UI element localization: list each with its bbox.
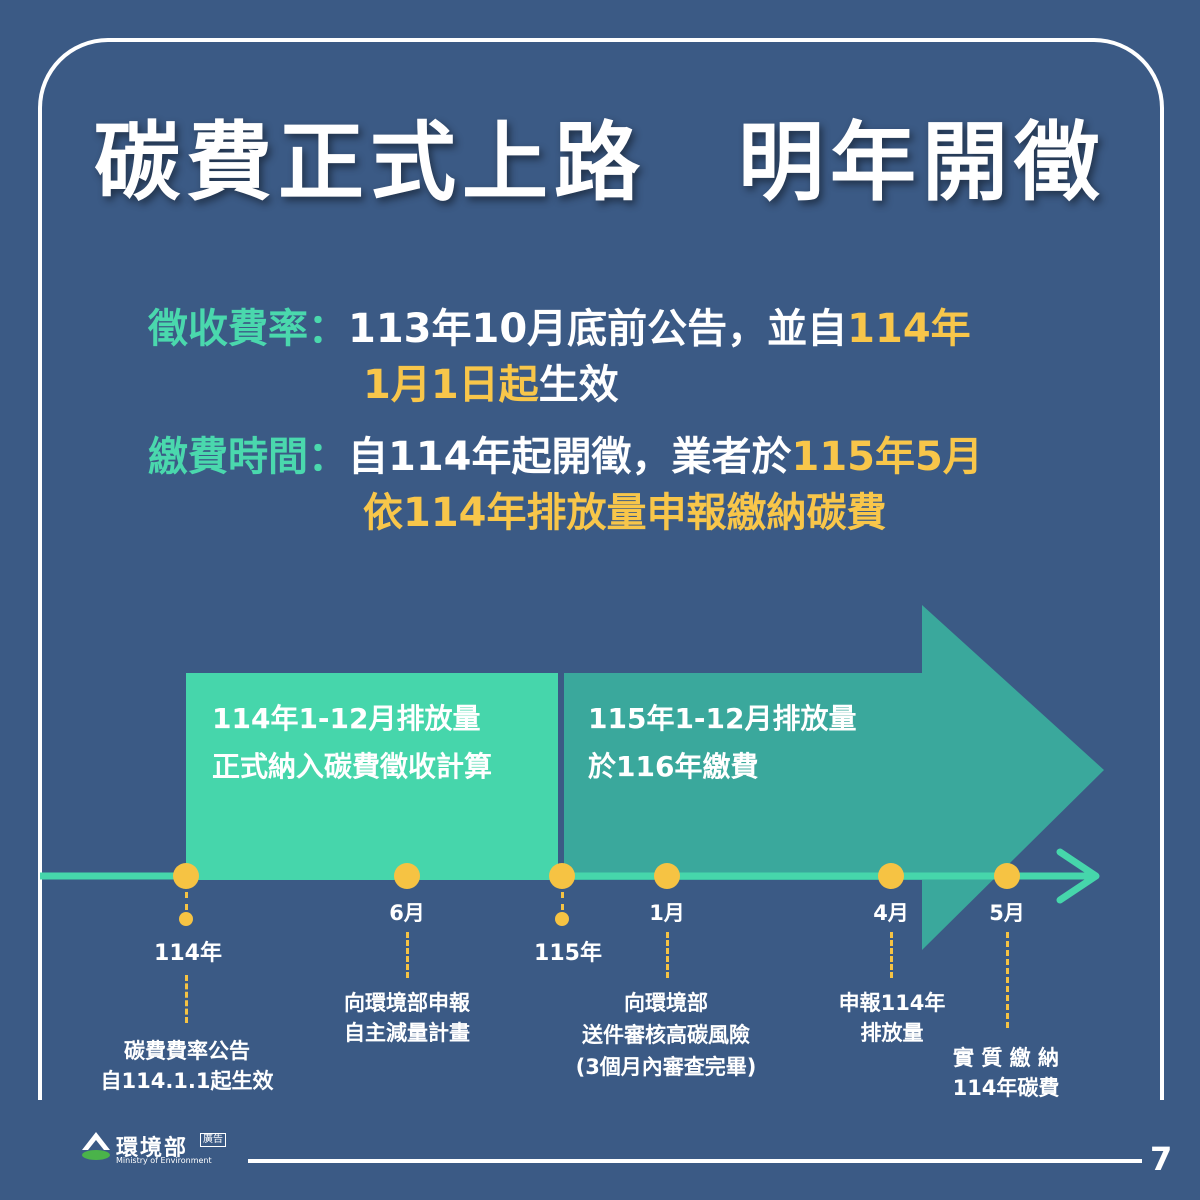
rate-highlight-2: 1月1日起 — [363, 362, 539, 408]
rate-text-1: 113年10月底前公告，並自 — [348, 306, 848, 352]
rate-row-2: 1月1日起生效 — [363, 352, 619, 410]
page-title: 碳費正式上路 明年開徵 — [94, 113, 1106, 213]
event-may-desc-2: 114年碳費 — [952, 1076, 1060, 1100]
event-jan-desc-1: 向環境部 — [624, 991, 708, 1015]
payment-row-2: 依114年排放量申報繳納碳費 — [363, 480, 887, 538]
timeline-dot-jun — [394, 863, 420, 889]
page-number: 7 — [1150, 1140, 1173, 1178]
period-2025-line-1: 114年1-12月排放量 — [212, 702, 481, 735]
ministry-name-en: Ministry of Environment — [116, 1156, 212, 1165]
rate-highlight-1: 114年 — [847, 306, 971, 352]
connector-115 — [561, 892, 564, 910]
period-2026-line-2: 於116年繳費 — [588, 750, 759, 783]
bottom-rule — [248, 1159, 1142, 1163]
payment-highlight-1: 115年5月 — [791, 434, 983, 480]
event-114-desc-2: 自114.1.1起生效 — [100, 1069, 274, 1093]
event-may-desc-1: 實 質 繳 納 — [953, 1046, 1059, 1070]
event-jun-desc-1: 向環境部申報 — [344, 991, 470, 1015]
ad-badge: 廣告 — [200, 1133, 226, 1147]
event-114-desc-1: 碳費費率公告 — [124, 1039, 250, 1063]
timeline-arrowhead — [1056, 848, 1100, 904]
year-label-114: 114年 — [154, 941, 222, 966]
connector-may — [1006, 932, 1009, 1028]
content-frame — [38, 38, 1164, 1198]
timeline-dot-jan — [654, 863, 680, 889]
connector-jun — [406, 932, 409, 978]
rate-row-1: 徵收費率：113年10月底前公告，並自114年 — [148, 296, 971, 354]
timeline-dot-may — [994, 863, 1020, 889]
connector-jan — [666, 932, 669, 978]
ministry-name: 環境部 — [116, 1136, 189, 1161]
month-label-may: 5月 — [989, 901, 1025, 925]
connector-114-bottom — [185, 975, 188, 1023]
payment-row-1: 繳費時間：自114年起開徵，業者於115年5月 — [148, 424, 983, 482]
event-jun-desc-2: 自主減量計畫 — [344, 1021, 470, 1045]
month-label-jun: 6月 — [389, 901, 425, 925]
event-jan-desc-3: (3個月內審查完畢) — [575, 1055, 757, 1079]
payment-text-1: 自114年起開徵，業者於 — [348, 434, 792, 480]
arrow-2025-block — [564, 605, 1104, 950]
payment-highlight-2: 依114年排放量申報繳納碳費 — [363, 490, 887, 536]
payment-label: 繳費時間： — [148, 434, 348, 480]
timeline-dot-115 — [549, 863, 575, 889]
event-apr-desc-1: 申報114年 — [838, 991, 946, 1015]
connector-114-top — [185, 892, 188, 910]
ministry-logo-icon — [82, 1132, 110, 1160]
frame-bottom-mask — [30, 1100, 1170, 1200]
period-2025-block — [186, 673, 558, 880]
connector-apr — [890, 932, 893, 978]
year-marker-115 — [555, 912, 569, 926]
period-2026-line-1: 115年1-12月排放量 — [588, 702, 857, 735]
rate-label: 徵收費率： — [148, 306, 348, 352]
year-marker-114 — [179, 912, 193, 926]
month-label-jan: 1月 — [649, 901, 685, 925]
timeline-dot-114 — [173, 863, 199, 889]
rate-text-2: 生效 — [538, 362, 619, 408]
timeline-dot-apr — [878, 863, 904, 889]
event-apr-desc-2: 排放量 — [860, 1021, 924, 1045]
month-label-apr: 4月 — [873, 901, 909, 925]
period-2025-line-2: 正式納入碳費徵收計算 — [212, 750, 493, 783]
year-label-115: 115年 — [534, 941, 602, 966]
event-jan-desc-2: 送件審核高碳風險 — [582, 1023, 750, 1047]
